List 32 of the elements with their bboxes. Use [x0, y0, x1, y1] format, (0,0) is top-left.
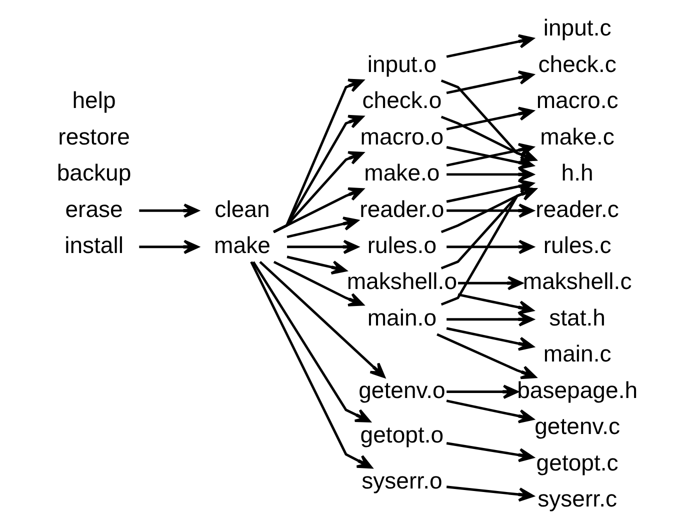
node-text: macro.c: [536, 87, 618, 114]
node-text: erase: [64, 196, 122, 222]
node-text: h.h: [560, 160, 593, 186]
node-text: rules.c: [542, 232, 611, 258]
node-text: stat.h: [548, 304, 605, 330]
node-text: main.c: [542, 340, 611, 367]
node-text: input.c: [542, 14, 611, 41]
node-text: check.c: [538, 50, 616, 77]
node-text: make.o: [364, 160, 440, 186]
label: help: [72, 87, 116, 114]
node-text: basepage.h: [516, 376, 638, 403]
node-text: syserr.o: [361, 467, 442, 494]
node-text: getenv.o: [358, 376, 445, 403]
node-text: make.c: [540, 123, 614, 150]
node-text: install: [64, 232, 124, 258]
node-text: syserr.c: [537, 486, 617, 512]
label: backup: [56, 160, 131, 186]
node-text: make: [214, 232, 270, 258]
node-text: main.o: [366, 304, 436, 330]
label: restore: [58, 123, 130, 150]
node-text: check.o: [362, 87, 442, 114]
node-text: reader.c: [535, 196, 618, 222]
node-text: reader.o: [359, 196, 444, 222]
node-text: getopt.c: [536, 449, 618, 476]
node-text: input.o: [366, 50, 436, 77]
node-text: getenv.c: [534, 413, 620, 440]
node-text: makshell.o: [346, 268, 457, 294]
node-text: macro.o: [360, 123, 444, 150]
node-text: rules.o: [366, 232, 436, 258]
node-text: clean: [214, 196, 270, 222]
node-text: getopt.o: [360, 421, 444, 448]
node-text: makshell.c: [522, 268, 632, 294]
